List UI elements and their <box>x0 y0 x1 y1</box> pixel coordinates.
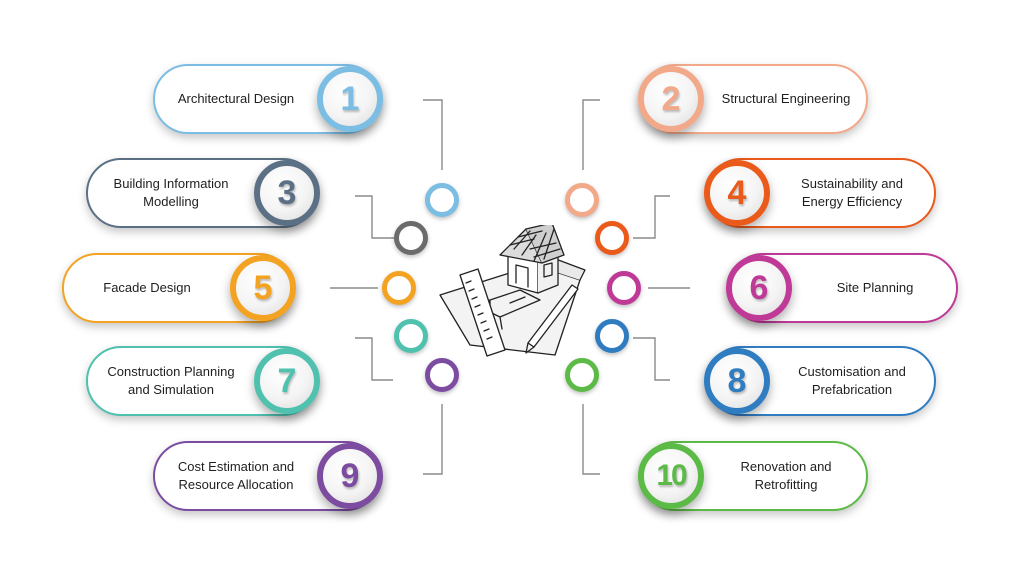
connector-ring <box>565 183 599 217</box>
item-site-planning: 6 Site Planning <box>726 253 958 323</box>
badge-number: 2 <box>661 79 681 118</box>
item-customisation-prefabrication: 8 Customisation and Prefabrication <box>704 346 936 416</box>
number-badge: 9 <box>317 443 383 509</box>
badge-number: 7 <box>277 361 297 400</box>
item-sustainability-energy-efficiency: 4 Sustainability and Energy Efficiency <box>704 158 936 228</box>
item-label: Construction Planning and Simulation <box>107 364 235 397</box>
item-structural-engineering: 2 Structural Engineering <box>638 64 868 134</box>
number-badge: 2 <box>638 66 704 132</box>
number-badge: 5 <box>230 255 296 321</box>
connector-ring <box>425 358 459 392</box>
item-renovation-retrofitting: 10 Renovation and Retrofitting <box>638 441 868 511</box>
item-label: Building Information Modelling <box>113 176 229 209</box>
badge-number: 1 <box>340 79 360 118</box>
connector-ring <box>595 221 629 255</box>
item-facade-design: Facade Design 5 <box>62 253 296 323</box>
item-construction-planning-simulation: Construction Planning and Simulation 7 <box>86 346 320 416</box>
item-label: Architectural Design <box>177 91 295 106</box>
connector-ring <box>595 319 629 353</box>
connector-ring <box>394 221 428 255</box>
item-label: Structural Engineering <box>721 91 851 106</box>
badge-number: 10 <box>656 459 687 492</box>
number-badge: 8 <box>704 348 770 414</box>
connector-ring <box>382 271 416 305</box>
number-badge: 4 <box>704 160 770 226</box>
badge-number: 8 <box>727 361 747 400</box>
item-label: Sustainability and Energy Efficiency <box>801 176 903 209</box>
item-building-information-modelling: Building Information Modelling 3 <box>86 158 320 228</box>
badge-number: 6 <box>749 268 769 307</box>
badge-number: 4 <box>727 173 747 212</box>
badge-number: 5 <box>253 268 273 307</box>
item-architectural-design: Architectural Design 1 <box>153 64 383 134</box>
connector-ring <box>394 319 428 353</box>
badge-number: 3 <box>277 173 297 212</box>
number-badge: 1 <box>317 66 383 132</box>
item-label: Site Planning <box>836 280 914 295</box>
item-label: Facade Design <box>103 280 191 295</box>
house-blueprint-sketch-icon <box>439 225 586 357</box>
item-cost-estimation-resource-allocation: Cost Estimation and Resource Allocation … <box>153 441 383 511</box>
connector-ring <box>425 183 459 217</box>
item-label: Renovation and Retrofitting <box>740 459 832 492</box>
connector-ring <box>607 271 641 305</box>
item-label: Customisation and Prefabrication <box>798 364 906 397</box>
number-badge: 3 <box>254 160 320 226</box>
number-badge: 10 <box>638 443 704 509</box>
badge-number: 9 <box>340 456 360 495</box>
number-badge: 6 <box>726 255 792 321</box>
number-badge: 7 <box>254 348 320 414</box>
connector-ring <box>565 358 599 392</box>
item-label: Cost Estimation and Resource Allocation <box>177 459 295 492</box>
